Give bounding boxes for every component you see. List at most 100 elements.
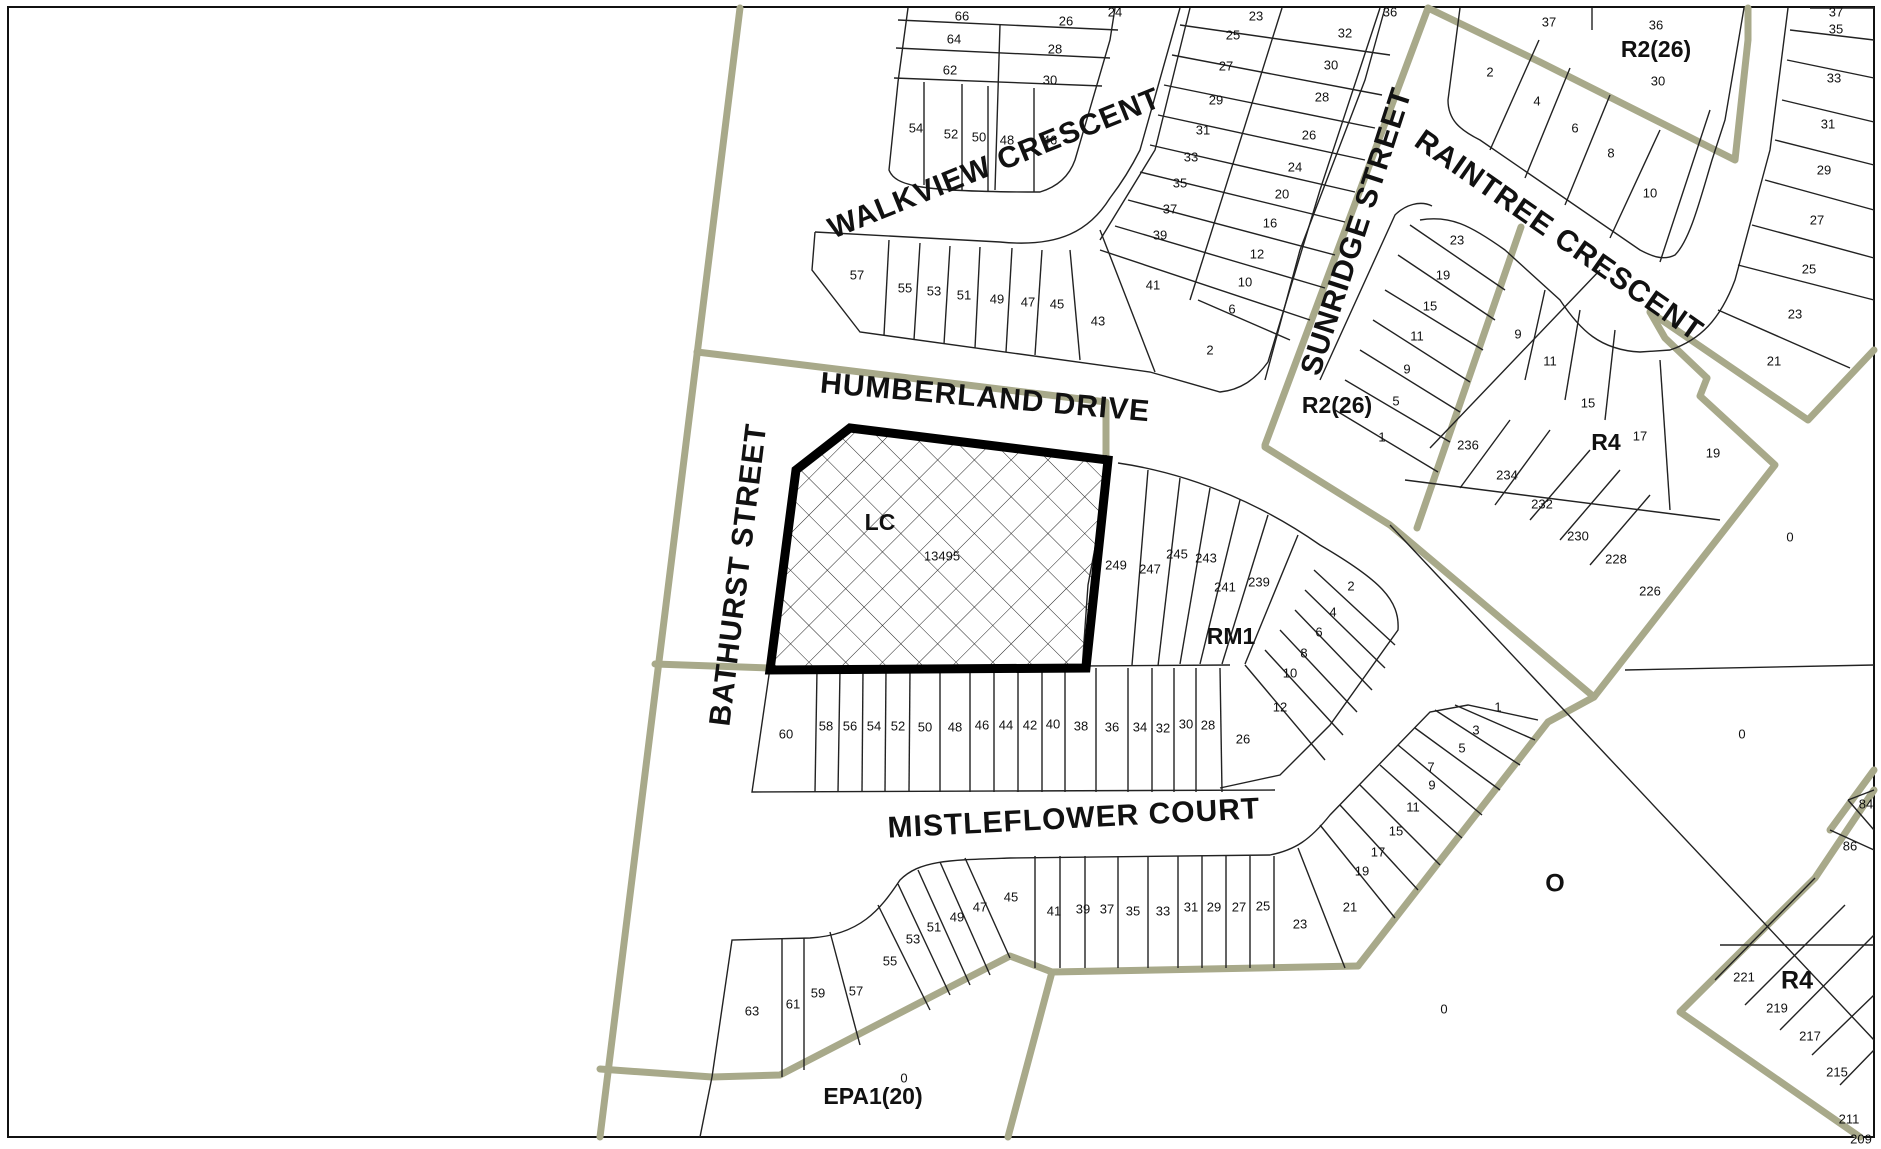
lot-number: 50 xyxy=(972,129,986,144)
lot-number: 7 xyxy=(1427,759,1434,774)
lot-number: 28 xyxy=(1201,717,1215,732)
lot-number: 63 xyxy=(745,1003,759,1018)
lot-number: 36 xyxy=(1383,4,1397,19)
lot-number: 2 xyxy=(1347,578,1354,593)
lot-number: 23 xyxy=(1249,8,1263,23)
zone-label-r2-26-north: R2(26) xyxy=(1621,36,1691,62)
lot-number: 239 xyxy=(1248,574,1270,589)
lot-number: 24 xyxy=(1108,4,1122,19)
lot-number: 40 xyxy=(1046,716,1060,731)
lot-number: 84 xyxy=(1859,796,1873,811)
lot-number: 57 xyxy=(849,983,863,998)
lot-number: 39 xyxy=(1153,227,1167,242)
lot-number: 27 xyxy=(1219,58,1233,73)
lot-number: 34 xyxy=(1133,719,1147,734)
lot-number: 55 xyxy=(883,953,897,968)
lot-number: 0 xyxy=(1738,726,1745,741)
lot-number: 36 xyxy=(1649,17,1663,32)
lot-number: 228 xyxy=(1605,551,1627,566)
lot-number: 226 xyxy=(1639,583,1661,598)
lot-number: 52 xyxy=(891,718,905,733)
lot-number: 2 xyxy=(1486,64,1493,79)
lot-number: 26 xyxy=(1302,127,1316,142)
lot-number: 0 xyxy=(900,1070,907,1085)
zone-boundaries xyxy=(596,4,1878,1141)
zone-label-r2-26-south: R2(26) xyxy=(1302,392,1372,418)
lot-number: 5 xyxy=(1458,740,1465,755)
lot-number: 25 xyxy=(1802,261,1816,276)
lot-number: 30 xyxy=(1324,57,1338,72)
lot-number: 64 xyxy=(947,31,961,46)
lot-number: 221 xyxy=(1733,969,1755,984)
lot-number: 16 xyxy=(1263,215,1277,230)
lot-number: 2 xyxy=(1206,342,1213,357)
lot-number: 3 xyxy=(1472,722,1479,737)
lot-number: 45 xyxy=(1050,296,1064,311)
lot-number: 32 xyxy=(1156,720,1170,735)
lot-numbers: 66 64 62 26 28 30 54 52 50 48 46 24 57 5… xyxy=(745,4,1873,1146)
lot-number: 56 xyxy=(843,718,857,733)
lot-number: 232 xyxy=(1531,496,1553,511)
lot-number: 245 xyxy=(1166,546,1188,561)
zone-label-r4-north: R4 xyxy=(1591,429,1621,455)
lot-number: 9 xyxy=(1403,361,1410,376)
lot-number: 37 xyxy=(1542,14,1556,29)
lot-number: 21 xyxy=(1767,353,1781,368)
lot-number: 236 xyxy=(1457,437,1479,452)
lot-number: 6 xyxy=(1571,120,1578,135)
lot-number: 249 xyxy=(1105,557,1127,572)
lot-number: 54 xyxy=(909,120,923,135)
lot-number: 217 xyxy=(1799,1028,1821,1043)
lot-number: 30 xyxy=(1043,72,1057,87)
lot-number: 11 xyxy=(1406,799,1420,814)
lot-number: 247 xyxy=(1139,561,1161,576)
parcel-lines xyxy=(699,7,1875,1138)
lot-number: 49 xyxy=(990,291,1004,306)
map-border xyxy=(7,6,1875,1138)
lot-number: 209 xyxy=(1850,1131,1872,1144)
street-label-mistleflower: MISTLEFLOWER COURT xyxy=(887,792,1261,844)
lot-number: 1 xyxy=(1494,699,1501,714)
lot-number: 27 xyxy=(1232,899,1246,914)
lot-number: 8 xyxy=(1300,645,1307,660)
lot-number: 37 xyxy=(1100,901,1114,916)
lot-number: 51 xyxy=(957,287,971,302)
lot-number: 33 xyxy=(1184,149,1198,164)
lot-number: 86 xyxy=(1843,838,1857,853)
lot-number: 31 xyxy=(1821,116,1835,131)
lot-number: 35 xyxy=(1173,175,1187,190)
street-label-walkview: WALKVIEW CRESCENT xyxy=(823,82,1165,246)
lot-number: 47 xyxy=(1021,294,1035,309)
subject-site-lot-number: 13495 xyxy=(924,548,960,563)
lot-number: 44 xyxy=(999,717,1013,732)
lot-number: 1 xyxy=(1378,429,1385,444)
lot-number: 219 xyxy=(1766,1000,1788,1015)
lot-number: 29 xyxy=(1209,92,1223,107)
lot-number: 37 xyxy=(1829,4,1843,19)
lot-number: 42 xyxy=(1023,717,1037,732)
zone-label-rm1: RM1 xyxy=(1207,623,1256,649)
lot-number: 211 xyxy=(1839,1111,1860,1126)
lot-number: 9 xyxy=(1428,777,1435,792)
lot-number: 53 xyxy=(906,931,920,946)
lot-number: 41 xyxy=(1146,277,1160,292)
lot-number: 51 xyxy=(927,919,941,934)
subject-site-hatch xyxy=(770,428,1108,670)
lot-number: 17 xyxy=(1371,844,1385,859)
lot-number: 0 xyxy=(1786,529,1793,544)
lot-number: 53 xyxy=(927,283,941,298)
lot-number: 12 xyxy=(1273,699,1287,714)
lot-number: 11 xyxy=(1543,353,1557,368)
lot-number: 46 xyxy=(1043,132,1057,147)
lot-number: 12 xyxy=(1250,246,1264,261)
lot-number: 15 xyxy=(1423,298,1437,313)
lot-number: 241 xyxy=(1214,579,1236,594)
lot-number: 23 xyxy=(1788,306,1802,321)
lot-number: 4 xyxy=(1329,604,1336,619)
lot-number: 32 xyxy=(1338,25,1352,40)
lot-number: 35 xyxy=(1829,21,1843,36)
lot-number: 230 xyxy=(1567,528,1589,543)
lot-number: 28 xyxy=(1048,41,1062,56)
lot-number: 37 xyxy=(1163,201,1177,216)
